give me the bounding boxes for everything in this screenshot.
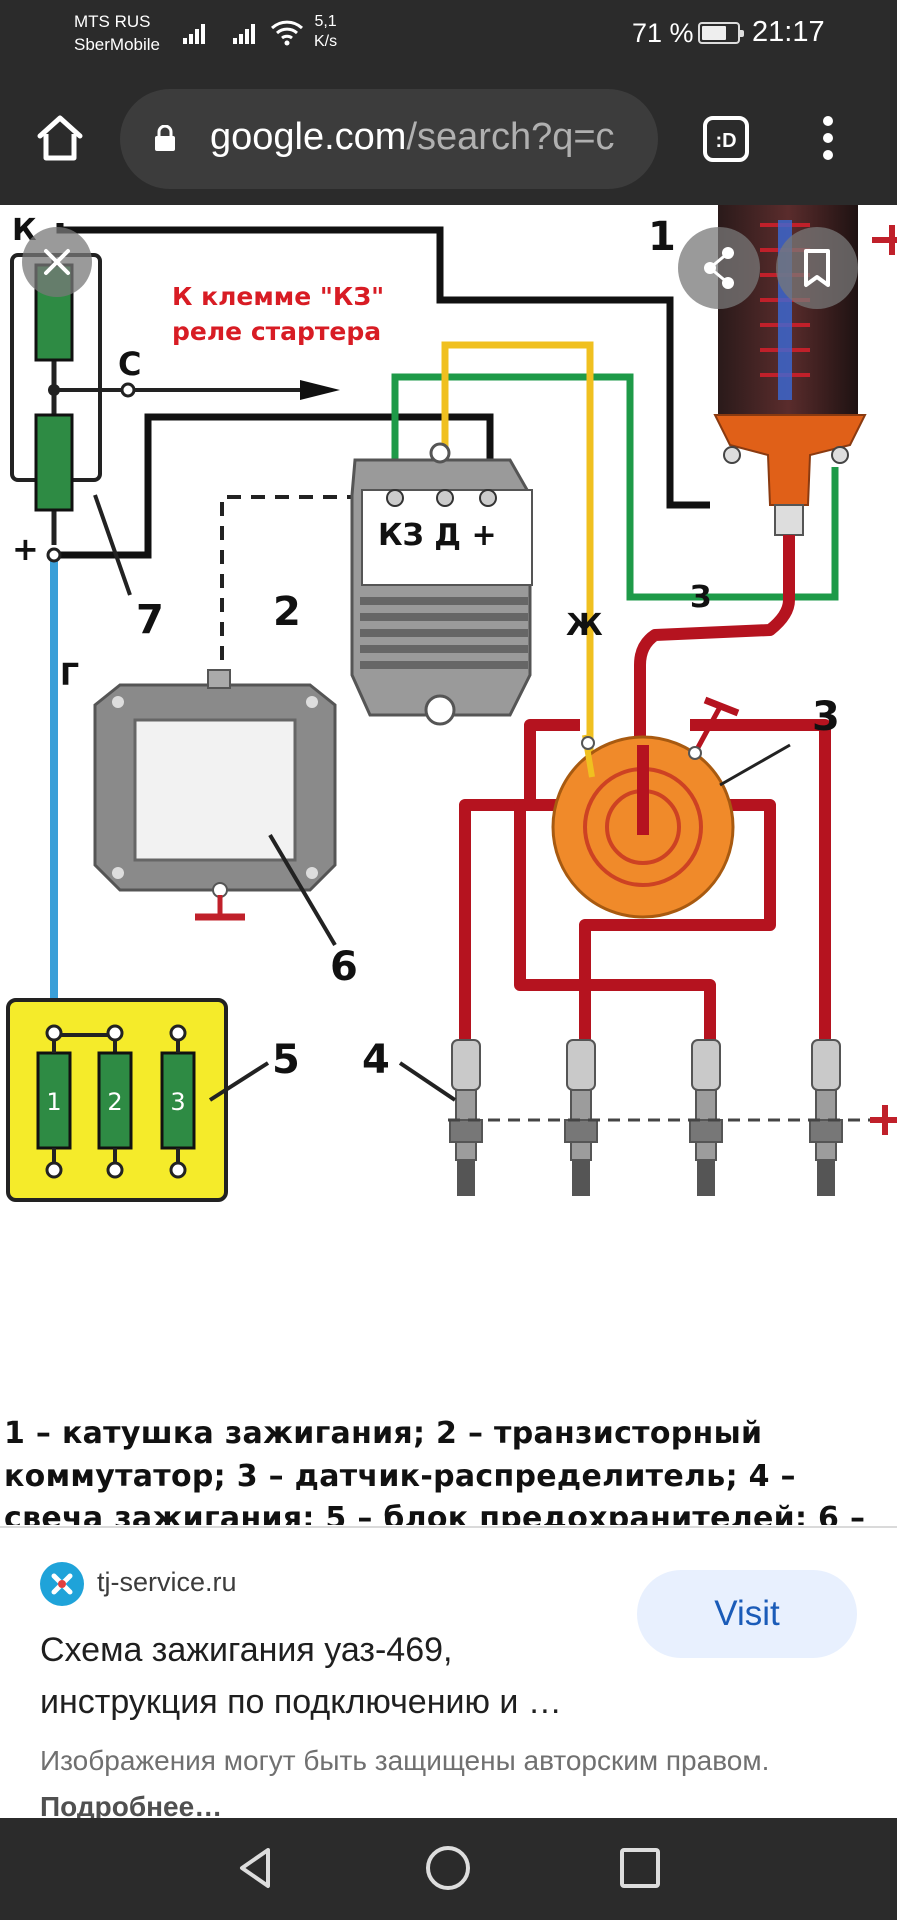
home-icon[interactable] [32,110,88,166]
transistor-switch [350,442,533,726]
number-6: 6 [330,944,358,990]
label-g: Г [60,658,79,693]
fuse-1-label: 1 [46,1088,61,1116]
battery-level [702,26,726,40]
red-ht-leads [459,535,831,1045]
wifi-icon [270,20,304,46]
close-icon [44,249,70,275]
net-speed-value: 5,1 [314,13,337,30]
bookmark-icon [804,249,830,287]
spark-plugs [398,743,897,1196]
tab-switcher-icon[interactable]: :D [702,115,750,163]
note-line-2: реле стартера [172,317,381,346]
fuse-2-label: 2 [107,1088,122,1116]
clock: 21:17 [752,16,825,48]
ignition-wiring-diagram[interactable]: К С К клемме "КЗ" реле стартера + Г Ж З … [0,205,897,1405]
image-viewer: К С К клемме "КЗ" реле стартера + Г Ж З … [0,205,897,1525]
home-circle-icon[interactable] [418,1838,478,1898]
number-7: 7 [136,597,164,643]
status-bar: MTS RUS SberMobile 5,1 K/s 71 % 21:17 [0,0,897,75]
net-speed-unit: K/s [314,33,338,50]
number-5: 5 [272,1037,300,1083]
figure-caption: 1 – катушка зажигания; 2 – транзисторный… [4,1416,866,1525]
battery-percent: 71 % [632,18,694,48]
number-1: 1 [648,214,676,260]
site-favicon[interactable] [40,1562,84,1606]
close-button[interactable] [22,227,92,297]
network-speed: 5,1 K/s [314,12,337,52]
result-title[interactable]: Схема зажигания уаз-469, инструкция по п… [40,1631,562,1721]
label-c: С [118,345,141,383]
url-host: google.com [210,116,407,158]
distributor [551,696,740,919]
number-2: 2 [273,589,301,635]
signal-strength-icon-2 [233,24,255,44]
system-nav-bar [0,1818,897,1920]
switch-terminals: КЗ Д + [378,518,497,553]
battery-icon [698,22,744,44]
divider [0,1526,897,1528]
learn-more-link[interactable]: Подробнее… [40,1791,223,1822]
save-image-button[interactable] [776,227,858,309]
note-line-1: К клемме "КЗ" [172,282,384,311]
lock-icon [155,125,175,151]
copyright-notice: Изображения могут быть защищены авторски… [40,1738,860,1830]
share-button[interactable] [678,227,760,309]
number-4: 4 [362,1037,390,1083]
label-zh: Ж [566,608,603,643]
signal-strength-icon [183,24,205,44]
recents-icon[interactable] [610,1838,670,1898]
label-plus: + [12,530,39,568]
copyright-text: Изображения могут быть защищены авторски… [40,1745,770,1776]
address-bar[interactable]: google.com/search?q=c [120,89,658,189]
back-icon[interactable] [226,1838,286,1898]
visit-button[interactable]: Visit [637,1570,857,1658]
share-icon [704,247,734,289]
carrier-name-2: SberMobile [74,35,160,54]
site-name[interactable]: tj-service.ru [97,1567,237,1597]
label-z: З [690,580,711,615]
carrier-info: MTS RUS SberMobile [74,10,160,56]
green-wires [391,373,839,601]
dashed-wire [220,495,385,675]
tools-icon [51,1573,73,1595]
more-vert-icon[interactable] [810,113,846,163]
fuse-3-label: 3 [170,1088,185,1116]
diagram-labels: К С К клемме "КЗ" реле стартера + Г Ж З … [12,213,840,1116]
browser-toolbar: google.com/search?q=c :D [0,75,897,205]
yellow-wire [441,341,594,805]
url-text[interactable]: google.com/search?q=c [210,116,615,159]
url-path: /search?q=c [406,116,615,158]
tabs-label: :D [715,130,736,152]
emergency-vibrator [93,669,337,947]
carrier-name-1: MTS RUS [74,12,151,31]
fuse-box [6,998,270,1202]
number-3: 3 [812,694,840,740]
